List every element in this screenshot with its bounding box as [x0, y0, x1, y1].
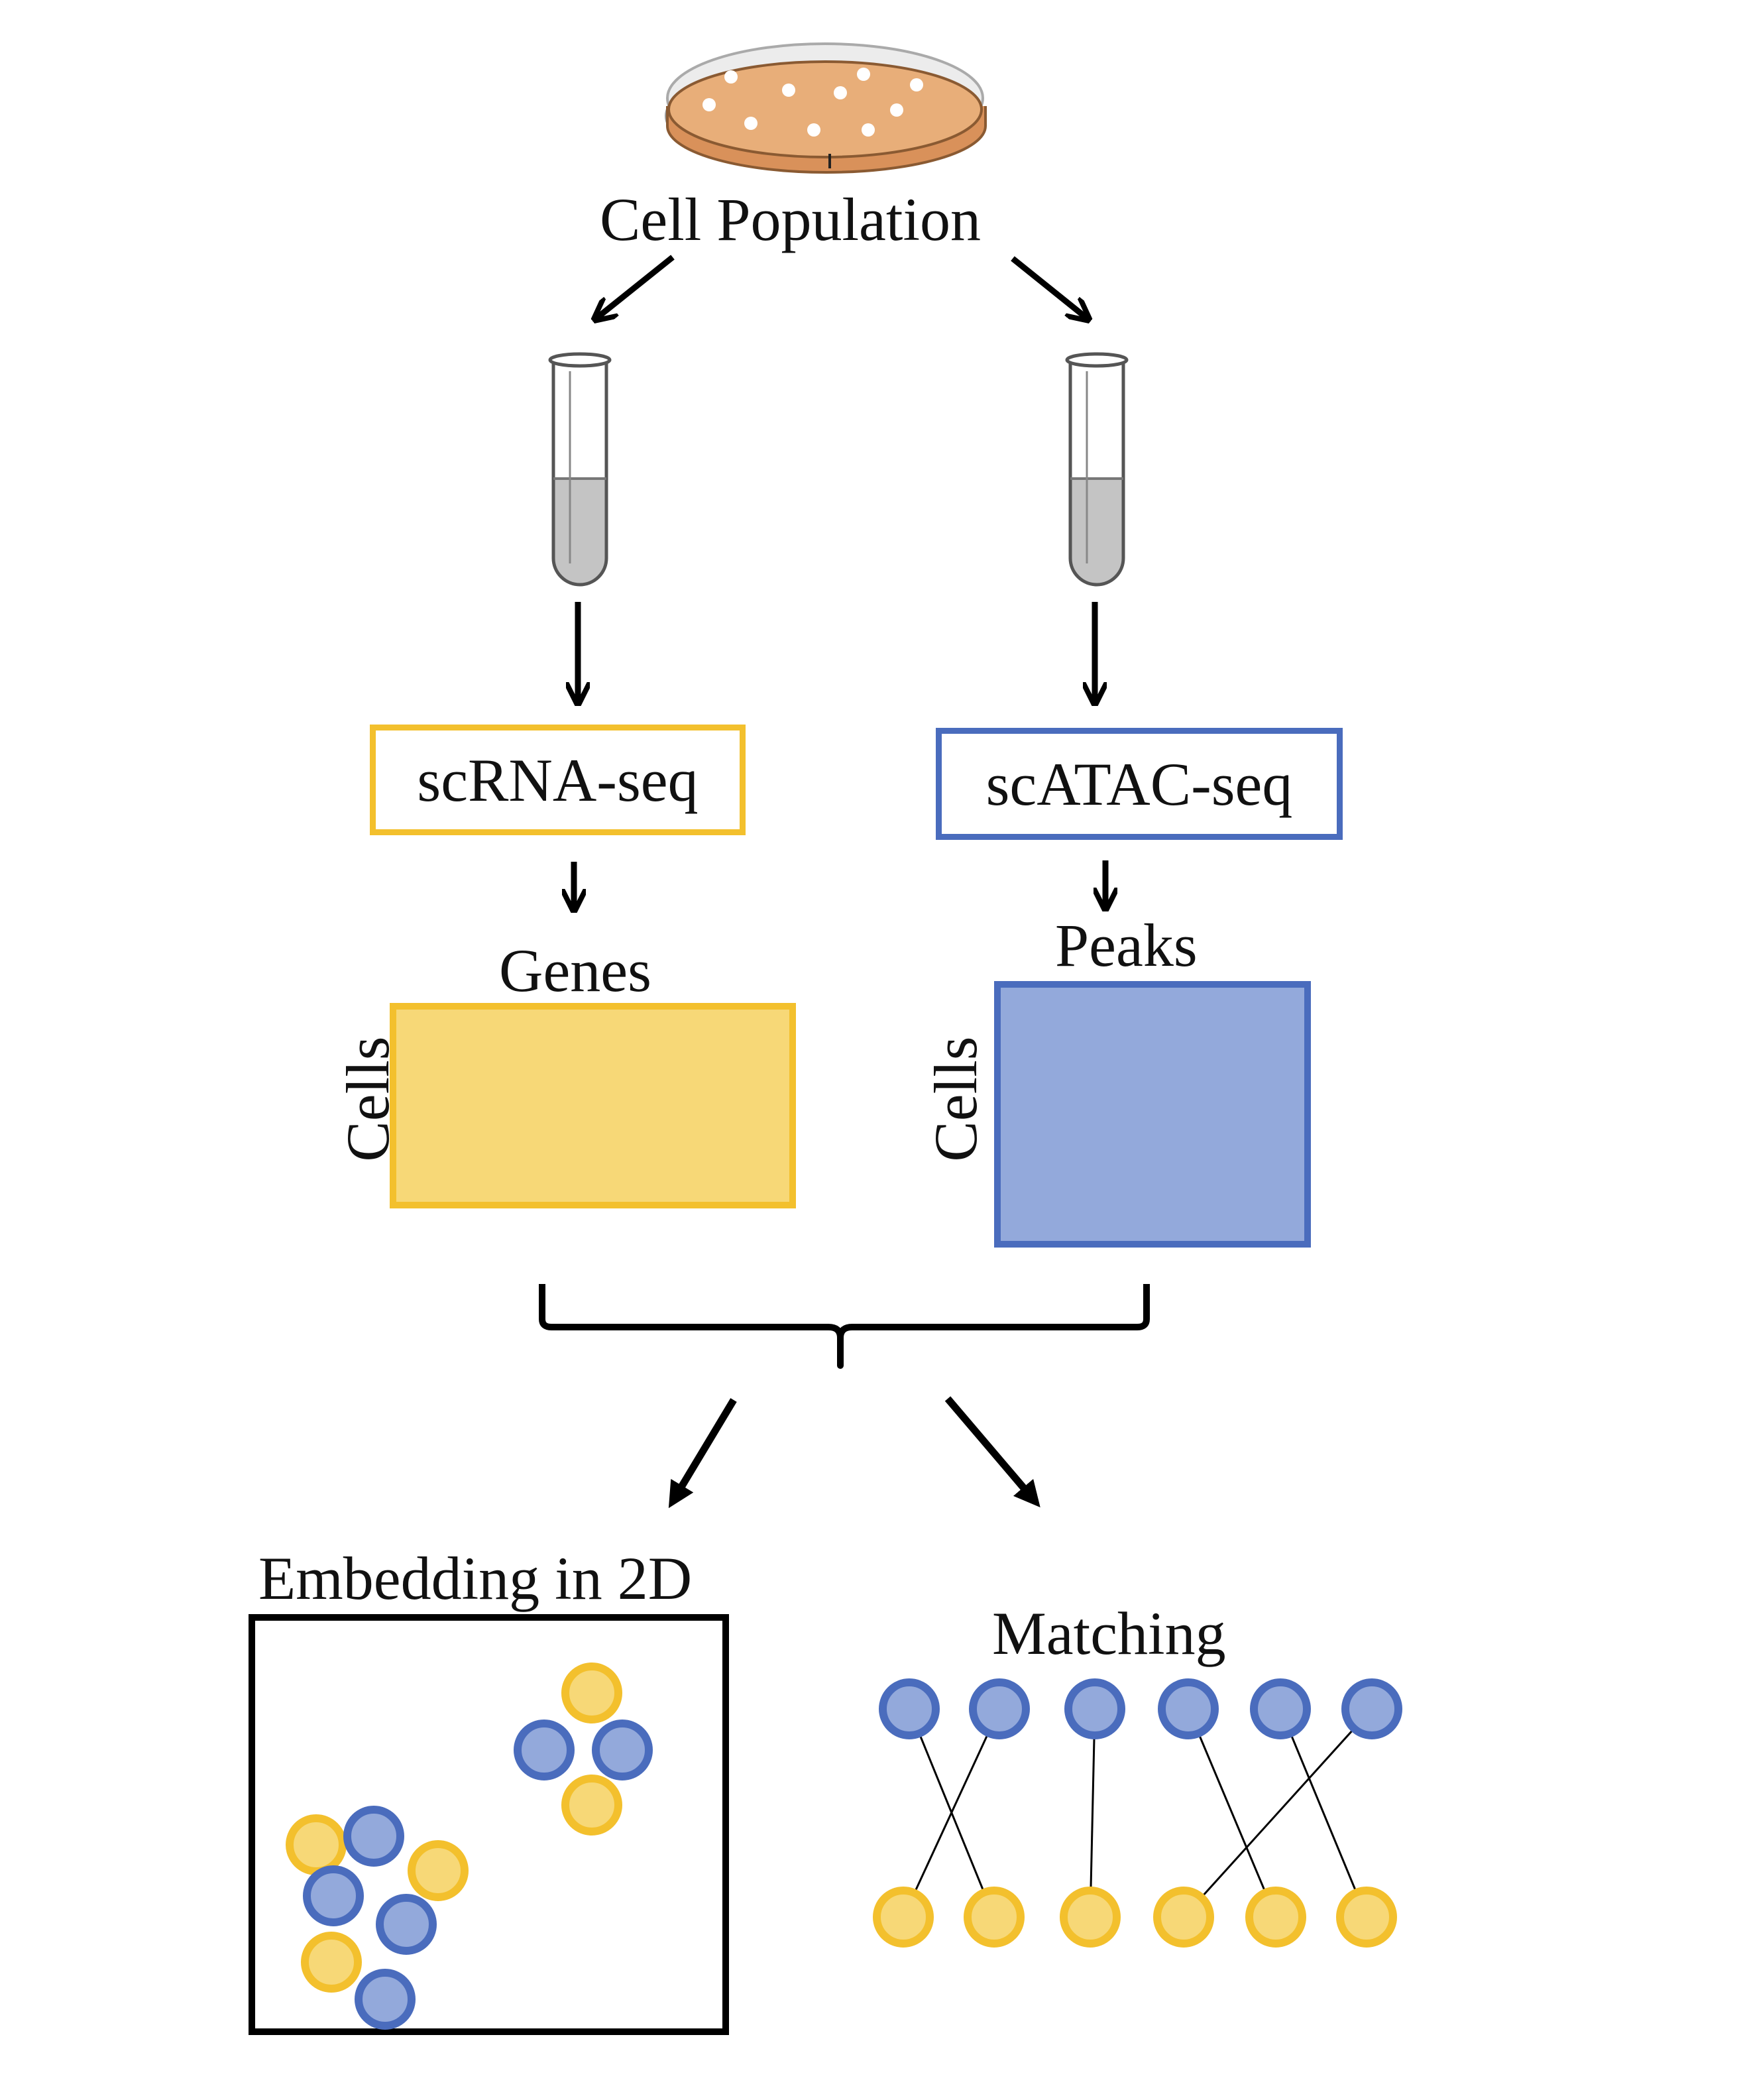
rna-cell-point [301, 1932, 362, 1993]
petri-dish-icon [665, 42, 987, 174]
atac-cell-point [343, 1806, 404, 1867]
rna-cell-node [873, 1887, 934, 1948]
atac-cell-point [514, 1720, 575, 1780]
embedding-cell-points [286, 1662, 653, 2030]
rna-cells-row-label: Cells [334, 1036, 402, 1162]
atac-cell-point [303, 1865, 364, 1926]
genes-column-label: Genes [499, 937, 651, 1004]
peak-matrix [994, 981, 1311, 1248]
arrow-to-rna-tube [596, 255, 675, 318]
atac-cell-point [592, 1720, 653, 1780]
atac-cell-node [879, 1678, 940, 1739]
arrow-to-embedding [668, 1398, 737, 1509]
rna-cell-point [286, 1814, 347, 1875]
cell-population-title: Cell Population [600, 186, 981, 253]
rna-cell-node [964, 1887, 1025, 1948]
rna-cell-node [1060, 1887, 1121, 1948]
arrow-to-atac-tube [1011, 256, 1087, 318]
rna-cell-node [1336, 1887, 1397, 1948]
gene-matrix [390, 1003, 796, 1208]
matching-edge [1187, 1708, 1277, 1918]
atac-cell-node [1250, 1678, 1311, 1739]
atac-cell-point [355, 1969, 416, 2030]
matching-edges [902, 1708, 1373, 1918]
scatac-seq-box: scATAC-seq [936, 728, 1343, 840]
atac-cell-node [1064, 1678, 1125, 1739]
rna-cell-node [1153, 1887, 1214, 1948]
peaks-column-label: Peaks [1055, 911, 1198, 979]
atac-cell-node [1341, 1678, 1402, 1739]
rna-cell-node [1245, 1887, 1306, 1948]
rna-test-tube-icon [548, 352, 612, 587]
scrna-seq-box: scRNA-seq [370, 725, 746, 835]
matching-edge [1279, 1708, 1368, 1918]
atac-cells-row-label: Cells [922, 1036, 989, 1162]
atac-cell-node [1158, 1678, 1219, 1739]
atac-test-tube-icon [1065, 352, 1129, 587]
atac-cell-node [969, 1678, 1030, 1739]
combine-brace [539, 1284, 1150, 1369]
matching-edge [902, 1708, 1001, 1918]
matching-edge [1182, 1708, 1373, 1918]
scatac-seq-label: scATAC-seq [985, 750, 1293, 818]
rna-cell-point [561, 1775, 622, 1836]
scrna-seq-label: scRNA-seq [417, 746, 699, 814]
atac-cell-point [376, 1894, 437, 1955]
matching-cells [873, 1678, 1402, 1948]
matching-edge [1089, 1708, 1096, 1918]
matching-title: Matching [992, 1600, 1226, 1667]
rna-cell-point [408, 1840, 469, 1901]
arrow-to-matching [944, 1396, 1040, 1508]
rna-cell-point [561, 1662, 622, 1723]
embedding-title: Embedding in 2D [258, 1545, 693, 1612]
